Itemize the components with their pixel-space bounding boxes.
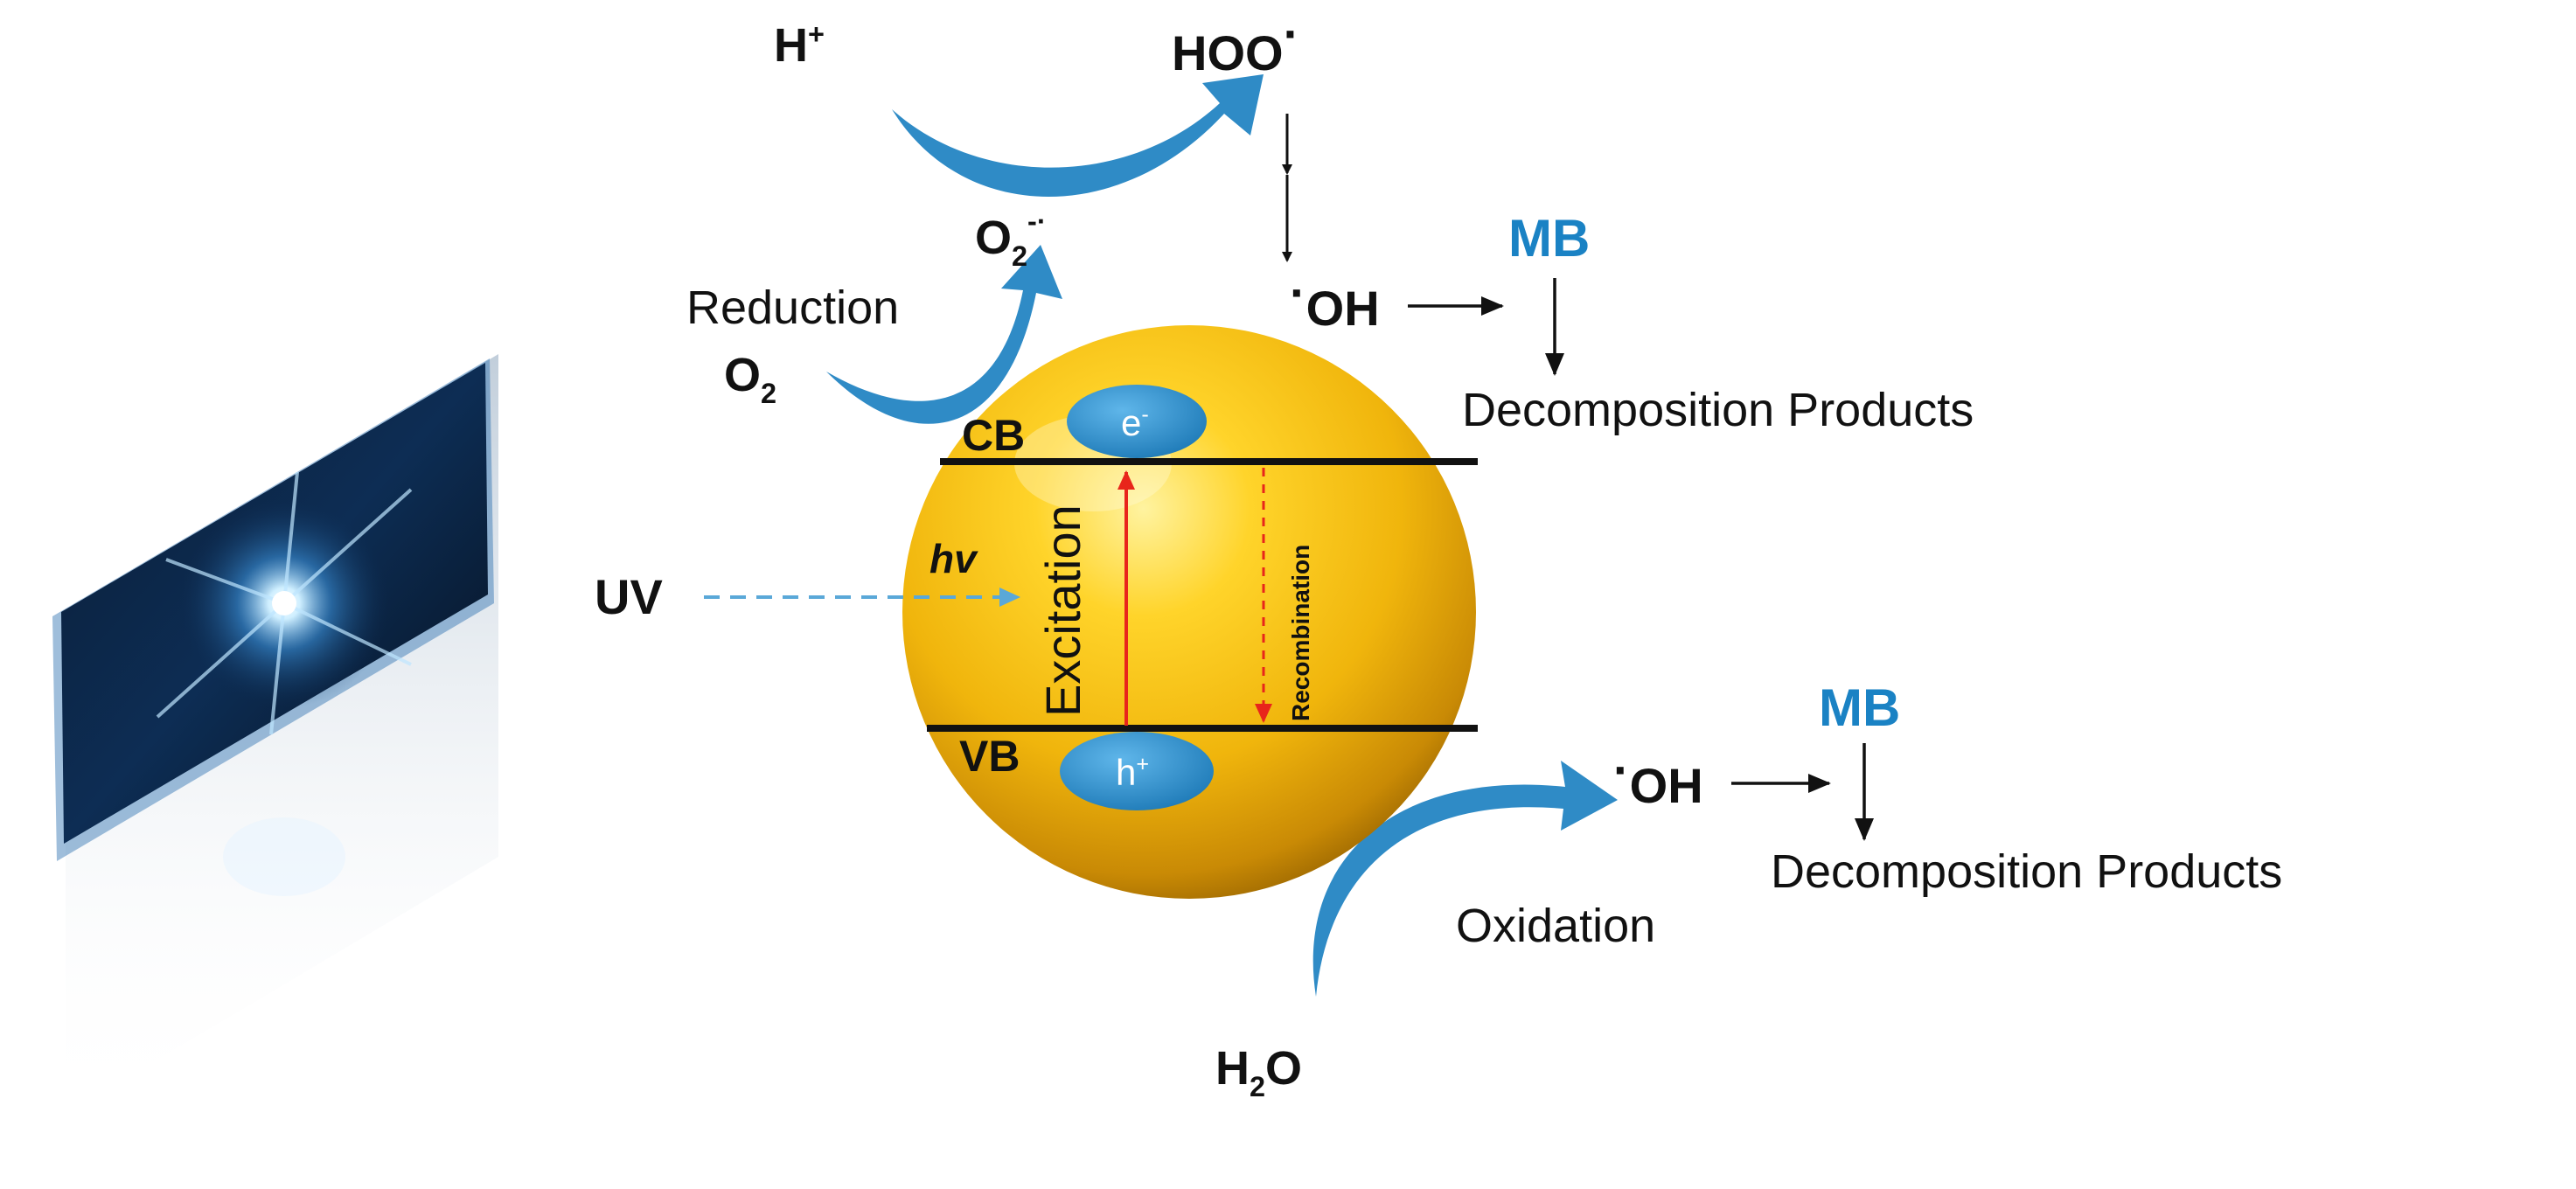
reduction-arrow (826, 245, 1062, 424)
cb-label: CB (962, 411, 1025, 460)
recombination-label: Recombination (1287, 545, 1314, 721)
uv-label: UV (595, 569, 663, 624)
mb-top-label: MB (1508, 209, 1590, 268)
h-plus-label: H+ (774, 18, 825, 72)
hv-label: hv (929, 536, 978, 581)
hoo-label: HOO· (1172, 6, 1299, 80)
hole-ellipse (1060, 732, 1214, 810)
oxidation-label: Oxidation (1456, 900, 1655, 952)
reduction-label: Reduction (686, 282, 899, 334)
oh-top-label: ·OH (1290, 265, 1380, 336)
vb-label: VB (959, 732, 1020, 781)
o2-label: O2 (724, 349, 776, 409)
reaction-arrows (826, 74, 1618, 997)
h2o-label: H2O (1215, 1042, 1302, 1102)
electron-label: e- (1121, 402, 1149, 443)
proton-arrow (892, 74, 1264, 198)
oh-bottom-label: ·OH (1613, 742, 1703, 813)
uv-lamp-icon (52, 354, 498, 1115)
mb-bottom-label: MB (1819, 678, 1900, 737)
semiconductor-particle (902, 325, 1476, 899)
decomposition-products-bottom: Decomposition Products (1771, 845, 2282, 898)
decomposition-products-top: Decomposition Products (1462, 384, 1974, 436)
pathway-arrows (1282, 114, 1874, 841)
hole-label: h+ (1116, 752, 1149, 793)
electron-ellipse (1067, 385, 1207, 458)
excitation-label: Excitation (1035, 504, 1090, 717)
oxidation-arrow (1312, 761, 1618, 997)
o2-radical-label: O2-· (975, 205, 1047, 272)
